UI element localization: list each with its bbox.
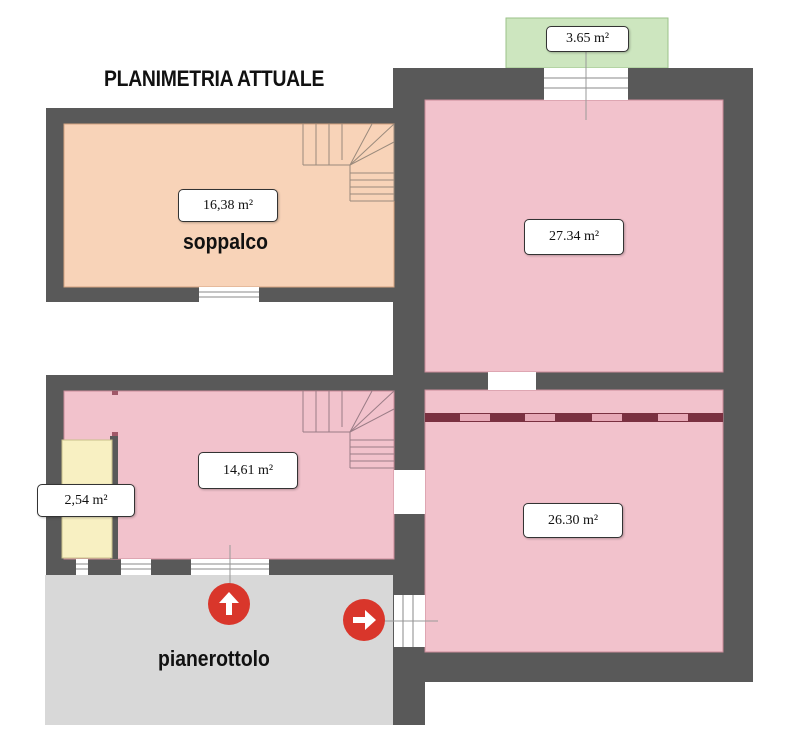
entry-arrow-right-icon[interactable] xyxy=(343,599,385,641)
room-name-soppalco: soppalco xyxy=(183,229,268,254)
area-label-closet: 2,54 m² xyxy=(37,484,135,517)
beam-segments xyxy=(460,414,688,421)
window-middle-left xyxy=(76,559,88,575)
entry-door-middle xyxy=(191,545,269,585)
area-label-south-room: 26.30 m² xyxy=(523,503,623,538)
area-label-balcony: 3.65 m² xyxy=(546,26,629,52)
wall-right-lower-ext xyxy=(425,660,753,680)
area-label-north-room: 27.34 m² xyxy=(524,219,624,255)
room-name-landing: pianerottolo xyxy=(158,646,270,671)
entry-door-south xyxy=(380,595,438,647)
area-label-middle-room: 14,61 m² xyxy=(198,452,298,489)
plan-title: PLANIMETRIA ATTUALE xyxy=(104,66,325,91)
door-middle-south xyxy=(394,470,425,514)
window-balcony xyxy=(544,52,628,120)
window-soppalco xyxy=(199,287,259,302)
staircase-upper xyxy=(302,123,395,202)
window-middle-small xyxy=(121,559,151,575)
door-north-south xyxy=(488,372,536,390)
ceiling-beam xyxy=(425,413,723,422)
area-label-soppalco: 16,38 m² xyxy=(178,189,278,222)
entry-arrow-up-icon[interactable] xyxy=(208,583,250,625)
staircase-lower xyxy=(302,390,395,469)
